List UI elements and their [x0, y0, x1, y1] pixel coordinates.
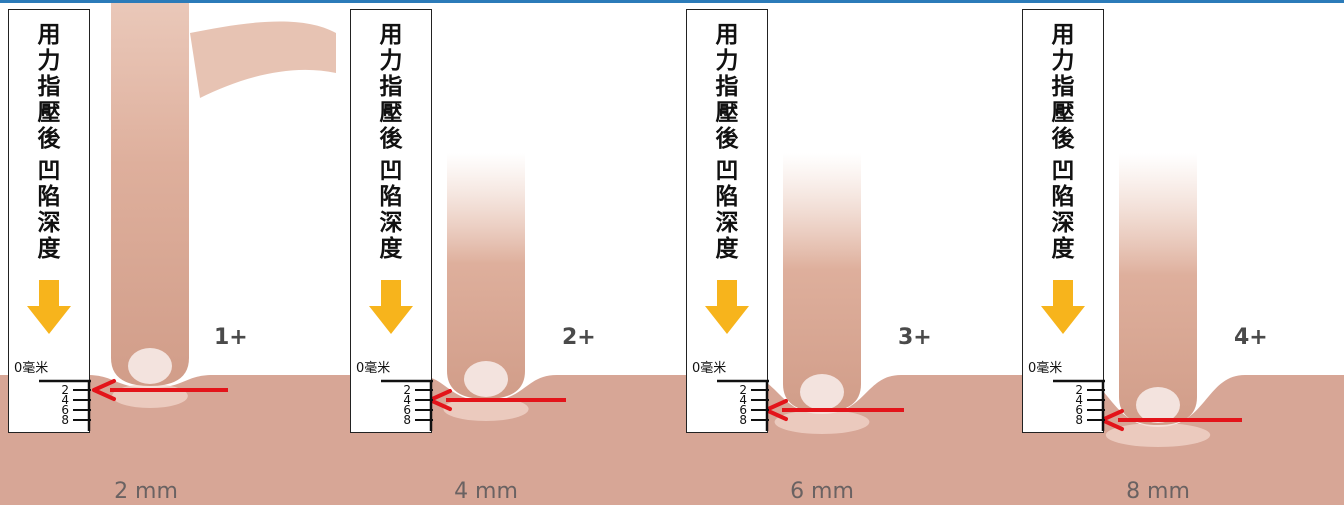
pit-highlight	[112, 384, 188, 408]
grade-label: 2+	[562, 325, 596, 350]
ruler-tick-label: 6	[403, 403, 411, 417]
depth-ruler	[717, 379, 769, 431]
ruler-tick-label: 4	[403, 393, 411, 407]
pit-highlight	[1105, 423, 1211, 447]
title-text-bottom: 凹 陷 深 度	[379, 158, 403, 262]
left-arrow-head	[764, 399, 788, 421]
pit-highlight	[443, 397, 529, 421]
down-arrow-icon	[1041, 280, 1085, 334]
fingernail	[800, 374, 844, 410]
zero-mm-label: 0毫米	[14, 361, 49, 376]
depth-ruler	[1053, 379, 1105, 431]
depth-mm-label: 6 mm	[790, 479, 854, 504]
grade-label: 4+	[1234, 325, 1268, 350]
ruler-tick-label: 8	[739, 413, 747, 427]
ruler-tick-label: 6	[1075, 403, 1083, 417]
down-arrow-icon	[27, 280, 71, 334]
ruler-tick-label: 2	[1075, 383, 1083, 397]
ruler-tick-label: 2	[403, 383, 411, 397]
grade-label: 1+	[214, 325, 248, 350]
ruler-tick-label: 8	[61, 413, 69, 427]
fingernail	[464, 361, 508, 397]
depth-mm-label: 2 mm	[114, 479, 178, 504]
title-text-bottom: 凹 陷 深 度	[1051, 158, 1075, 262]
finger-press-illustration	[672, 153, 1008, 505]
down-arrow-icon	[369, 280, 413, 334]
ruler-tick-label: 4	[739, 393, 747, 407]
ruler-tick-label: 6	[739, 403, 747, 417]
title-text-top: 用 力 指 壓 後	[37, 22, 61, 152]
depth-mm-label: 4 mm	[454, 479, 518, 504]
ruler-tick-label: 2	[61, 383, 69, 397]
left-arrow-head	[92, 379, 116, 401]
ruler-tick-label: 6	[61, 403, 69, 417]
finger	[783, 153, 861, 412]
down-arrow-icon	[705, 280, 749, 334]
ruler-tick-label: 4	[61, 393, 69, 407]
pit-highlight	[774, 410, 870, 434]
title-text-top: 用 力 指 壓 後	[715, 22, 739, 152]
title-text-top: 用 力 指 壓 後	[379, 22, 403, 152]
title-text-top: 用 力 指 壓 後	[1051, 22, 1075, 152]
finger	[111, 3, 189, 386]
left-arrow-head	[1100, 409, 1124, 431]
zero-mm-label: 0毫米	[356, 361, 391, 376]
depth-mm-label: 8 mm	[1126, 479, 1190, 504]
title-text-bottom: 凹 陷 深 度	[715, 158, 739, 262]
fingernail	[128, 348, 172, 384]
title-text-bottom: 凹 陷 深 度	[37, 158, 61, 262]
zero-mm-label: 0毫米	[1028, 361, 1063, 376]
depth-ruler	[381, 379, 433, 431]
grade-label: 3+	[898, 325, 932, 350]
finger	[447, 153, 525, 399]
fingernail	[1136, 387, 1180, 423]
top-border-line	[0, 0, 1344, 3]
ruler-tick-label: 8	[1075, 413, 1083, 427]
depth-ruler	[39, 379, 91, 431]
ruler-tick-label: 8	[403, 413, 411, 427]
ruler-tick-label: 4	[1075, 393, 1083, 407]
hand	[190, 21, 336, 98]
zero-mm-label: 0毫米	[692, 361, 727, 376]
ruler-tick-label: 2	[739, 383, 747, 397]
finger	[1119, 153, 1197, 425]
left-arrow-head	[428, 389, 452, 411]
